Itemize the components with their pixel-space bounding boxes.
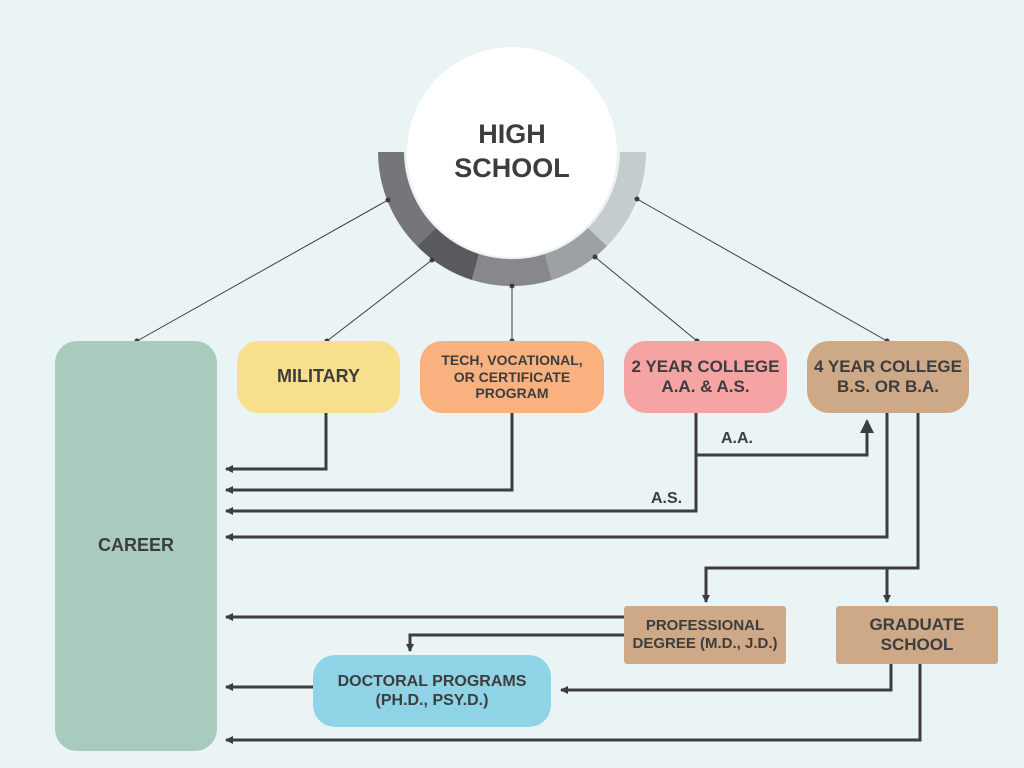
connector-to-four-year (636, 198, 888, 342)
four-year-college-node: 4 YEAR COLLEGE B.S. OR B.A. (807, 341, 969, 413)
connector-to-career (136, 199, 389, 342)
arrow-four-year-to-professional (702, 413, 920, 603)
ring-segment-3 (472, 254, 552, 287)
graduate-school-node: GRADUATE SCHOOL (836, 606, 998, 664)
edge-label-aa: A.A. (721, 430, 753, 447)
arrow-four-year-to-career (225, 413, 889, 541)
connector-to-two-year (594, 256, 698, 342)
edge-label-as: A.S. (651, 490, 683, 507)
tech-vocational-node: TECH, VOCATIONAL, OR CERTIFICATE PROGRAM (420, 341, 604, 413)
doctoral-programs-node: DOCTORAL PROGRAMS (PH.D., PSY.D.) (313, 655, 551, 727)
military-node: MILITARY (237, 341, 400, 413)
flow-arrows (225, 413, 922, 744)
arrow-graduate-to-doctoral (560, 664, 893, 694)
arrow-two-year-to-four-year (696, 419, 874, 457)
connector-to-military (326, 259, 433, 342)
career-node: CAREER (55, 341, 217, 751)
ring-segment-2 (417, 228, 479, 280)
high-school-node: HIGH SCHOOL (407, 47, 617, 257)
ring-segments (378, 152, 646, 287)
ring-segment-1 (378, 152, 436, 246)
arrow-professional-to-doctoral (406, 633, 624, 652)
arrow-graduate-to-career (225, 664, 922, 744)
professional-degree-node: PROFESSIONAL DEGREE (M.D., J.D.) (624, 606, 786, 664)
arrow-military-to-career (225, 413, 328, 473)
ring-segment-5 (588, 152, 646, 246)
two-year-college-node: 2 YEAR COLLEGE A.A. & A.S. (624, 341, 787, 413)
arrow-two-year-to-career (225, 413, 698, 515)
arrow-tech-to-career (225, 413, 514, 494)
ring-segment-4 (545, 228, 607, 280)
